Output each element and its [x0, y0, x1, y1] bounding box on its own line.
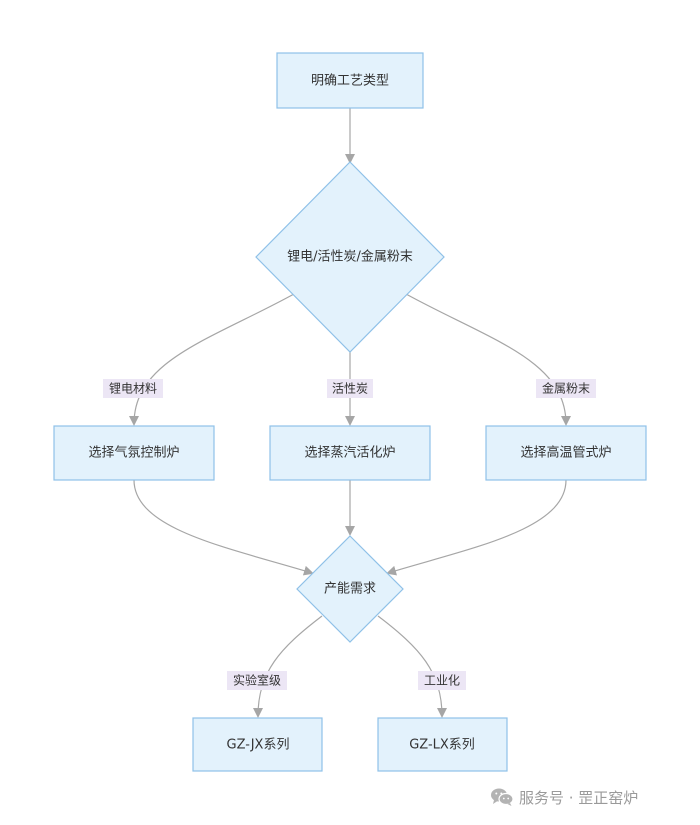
node-furnace-steam: 选择蒸汽活化炉	[269, 425, 431, 481]
node-furnace-tube-label: 选择高温管式炉	[520, 445, 611, 461]
edge-atmosphere-to-capacity	[133, 479, 314, 576]
edge-label-industrial-text: 工业化	[424, 674, 460, 688]
edge-label-lithium: 锂电材料	[103, 379, 163, 398]
edge-label-metal-powder-text: 金属粉末	[542, 381, 590, 396]
node-furnace-atmosphere-label: 选择气氛控制炉	[88, 445, 179, 461]
node-series-lx: GZ-LX系列	[377, 717, 508, 772]
node-series-lx-label: GZ-LX系列	[409, 738, 475, 753]
node-start: 明确工艺类型	[276, 52, 424, 109]
edge-label-carbon-text: 活性炭	[332, 382, 368, 396]
edge-label-lab-text: 实验室级	[233, 673, 281, 688]
watermark: 服务号 · 罡正窑炉	[490, 783, 638, 811]
watermark-text: 服务号 · 罡正窑炉	[519, 788, 639, 807]
edge-tube-to-capacity	[386, 479, 567, 576]
node-furnace-atmosphere: 选择气氛控制炉	[53, 425, 215, 481]
node-series-jx-label: GZ-JX系列	[227, 738, 290, 753]
node-decision-capacity: 产能需求	[296, 535, 404, 643]
node-series-jx: GZ-JX系列	[192, 717, 323, 772]
edge-capacity-to-lx	[377, 615, 447, 718]
edge-label-lab: 实验室级	[227, 671, 287, 690]
node-furnace-steam-label: 选择蒸汽活化炉	[304, 446, 395, 461]
node-furnace-tube: 选择高温管式炉	[485, 425, 647, 481]
edge-label-industrial: 工业化	[418, 671, 466, 690]
edge-label-carbon: 活性炭	[327, 379, 373, 398]
edge-decision-to-tube	[405, 293, 571, 426]
edge-label-metal-powder: 金属粉末	[536, 379, 596, 398]
node-decision-capacity-label: 产能需求	[324, 582, 376, 597]
node-start-label: 明确工艺类型	[311, 74, 389, 89]
node-decision-material: 锂电/活性炭/金属粉末	[255, 161, 445, 353]
edges	[129, 108, 571, 718]
wechat-icon	[491, 788, 514, 806]
edge-label-lithium-text: 锂电材料	[109, 381, 157, 396]
edge-capacity-to-jx	[253, 615, 323, 718]
edge-decision-to-atmosphere	[129, 293, 295, 426]
node-decision-material-label: 锂电/活性炭/金属粉末	[287, 249, 413, 265]
